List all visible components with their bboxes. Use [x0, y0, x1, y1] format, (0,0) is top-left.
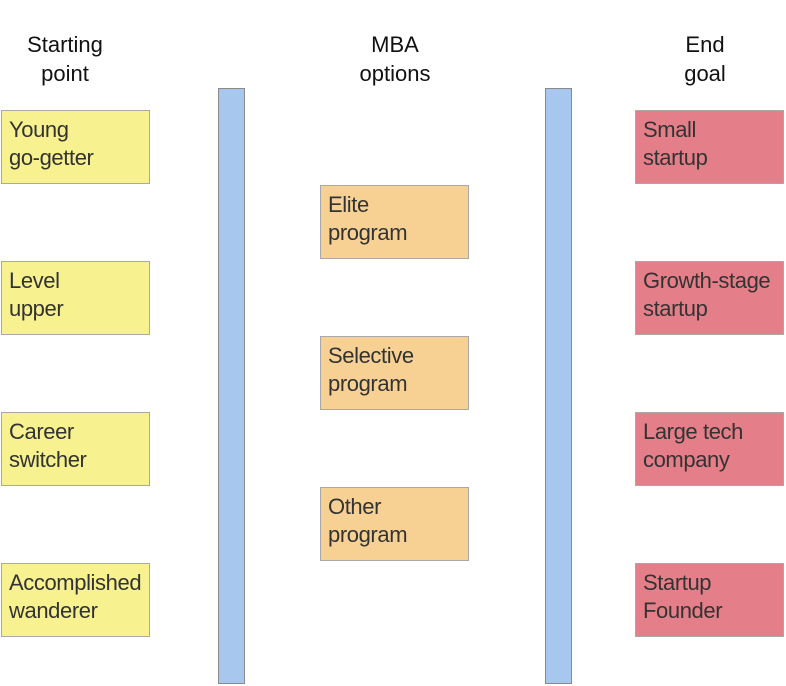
card-young-go-getter: Young go-getter — [1, 110, 150, 184]
card-line: go-getter — [9, 145, 94, 170]
card-line: Career — [9, 419, 74, 444]
card-selective-program: Selective program — [320, 336, 469, 410]
card-line: Other — [328, 494, 382, 519]
header-line: options — [359, 61, 431, 86]
card-line: Small — [643, 117, 697, 142]
header-line: End — [685, 32, 725, 57]
header-line: Starting — [27, 32, 103, 57]
card-line: program — [328, 220, 408, 245]
header-mba-options: MBA options — [315, 30, 475, 88]
card-line: Large tech — [643, 419, 743, 444]
card-line: program — [328, 371, 408, 396]
card-line: Startup — [643, 570, 712, 595]
card-line: Accomplished — [9, 570, 142, 595]
card-line: Young — [9, 117, 69, 142]
header-end-goal: End goal — [625, 30, 785, 88]
card-level-upper: Level upper — [1, 261, 150, 335]
card-line: startup — [643, 145, 708, 170]
card-line: program — [328, 522, 408, 547]
header-line: MBA — [371, 32, 419, 57]
card-line: upper — [9, 296, 64, 321]
divider-bar-left — [218, 88, 245, 684]
card-growth-stage-startup: Growth-stage startup — [635, 261, 784, 335]
card-other-program: Other program — [320, 487, 469, 561]
card-line: switcher — [9, 447, 87, 472]
card-career-switcher: Career switcher — [1, 412, 150, 486]
divider-bar-right — [545, 88, 572, 684]
card-line: Elite — [328, 192, 369, 217]
card-small-startup: Small startup — [635, 110, 784, 184]
header-line: point — [41, 61, 89, 86]
card-line: Selective — [328, 343, 414, 368]
header-line: goal — [684, 61, 726, 86]
card-accomplished-wanderer: Accomplished wanderer — [1, 563, 150, 637]
header-starting-point: Starting point — [0, 30, 145, 88]
card-line: Founder — [643, 598, 723, 623]
card-large-tech-company: Large tech company — [635, 412, 784, 486]
card-line: startup — [643, 296, 708, 321]
card-line: Growth-stage — [643, 268, 771, 293]
card-line: wanderer — [9, 598, 98, 623]
card-elite-program: Elite program — [320, 185, 469, 259]
card-startup-founder: Startup Founder — [635, 563, 784, 637]
card-line: company — [643, 447, 730, 472]
card-line: Level — [9, 268, 60, 293]
